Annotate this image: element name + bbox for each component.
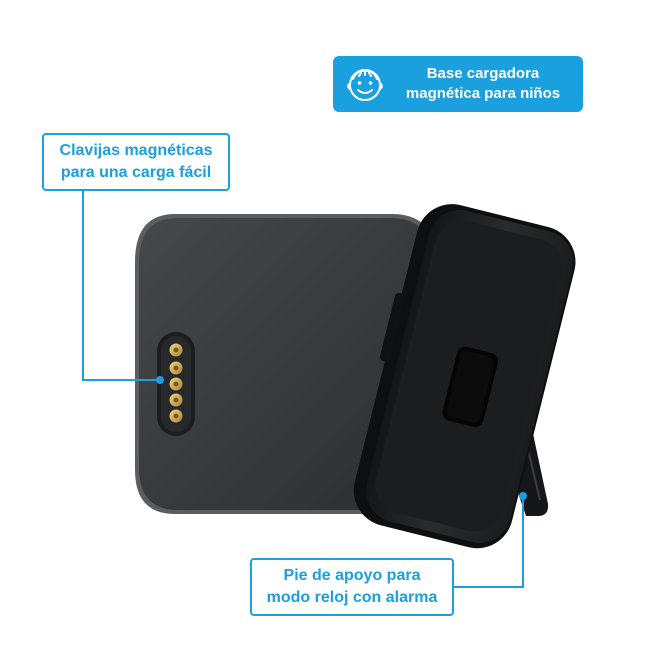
callout-stand-line2: modo reloj con alarma xyxy=(266,589,438,606)
watch-case xyxy=(353,204,576,549)
header-badge: Base cargadora magnética para niños xyxy=(333,56,583,112)
header-title-line2: magnética para niños xyxy=(405,85,561,102)
callout-stand-line1: Pie de apoyo para xyxy=(283,567,421,584)
callout-pins-line2: para una carga fácil xyxy=(60,164,212,181)
callout-magnetic-pins: Clavijas magnéticas para una carga fácil xyxy=(42,133,230,191)
magnetic-pins xyxy=(157,332,195,436)
callout-pins-line1: Clavijas magnéticas xyxy=(59,142,213,159)
callout-kickstand: Pie de apoyo para modo reloj con alarma xyxy=(250,558,454,616)
child-face-icon xyxy=(347,69,383,101)
header-title-line1: Base cargadora xyxy=(426,65,540,82)
leader-lines xyxy=(82,191,524,588)
